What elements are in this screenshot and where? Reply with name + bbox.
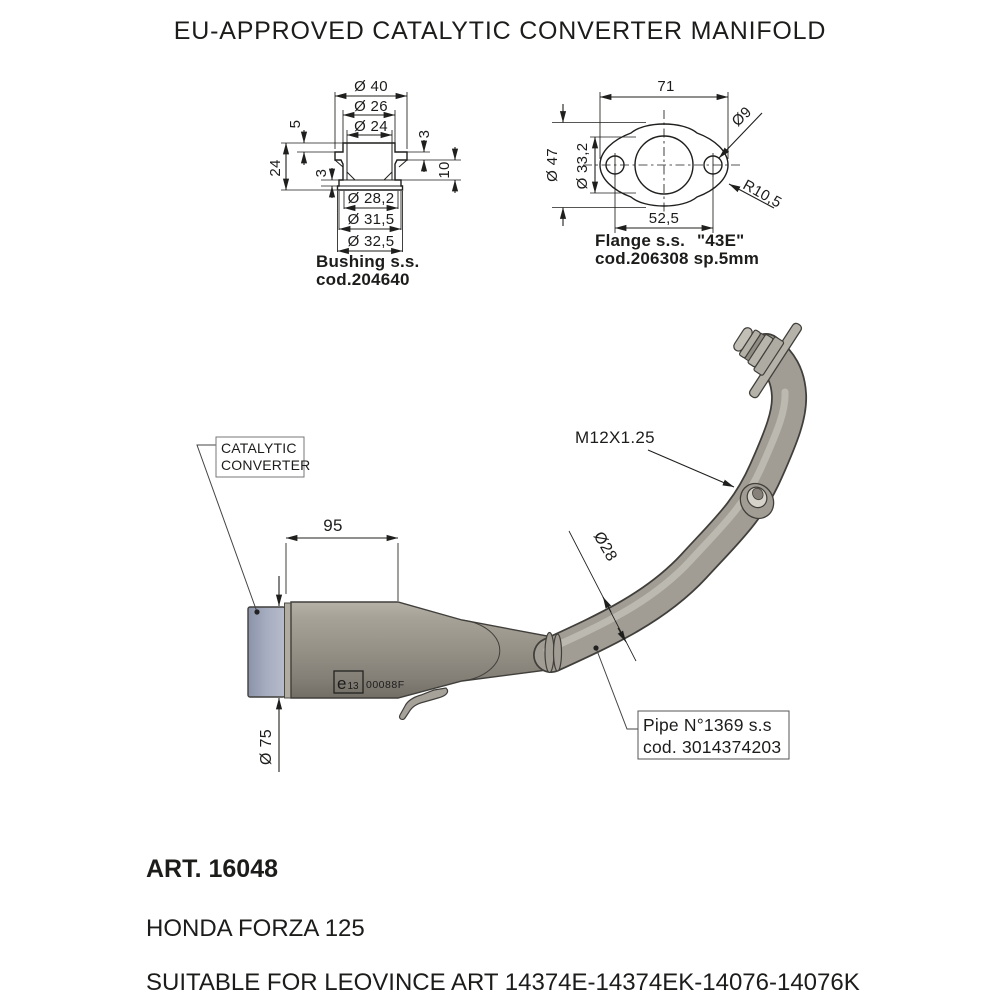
bushing-caption-line1: Bushing s.s. [316,252,419,271]
converter-body [290,601,548,699]
sensor-thread-leader [647,449,735,488]
bushing-section-inner-lines [334,143,408,187]
dim-d28-arrow-bottom [617,627,627,643]
pipe-label-leader [595,647,638,730]
bushing-section-outline [334,142,408,191]
e13-mark-e: e [337,674,346,693]
bushing-caption-line2: cod.204640 [316,270,410,289]
dim-text-d332: Ø 33,2 [574,143,591,190]
dim-text-h24: 24 [267,159,284,176]
leader-r105 [728,183,775,209]
approval-code-text: 00088F [366,679,405,691]
pipe-code-label-box [637,710,790,760]
dim-text-d282: Ø 28,2 [348,190,395,207]
dim-text-d325: Ø 32,5 [348,233,395,250]
converter-label-line1: CATALYTIC [221,440,297,456]
dim-text-d26: Ø 26 [354,98,388,115]
sensor-boss [739,482,775,520]
converter-label-leader [196,444,258,613]
leader-d9 [718,112,763,159]
pipe-junction-ring-1 [544,631,555,674]
flange-extension-lines [552,92,729,233]
dim-text-d24: Ø 24 [354,118,388,135]
e13-mark-num: 13 [348,681,360,692]
pipe-label-leader-dot [593,645,599,651]
dim-text-d40: Ø 40 [354,78,388,95]
dim-text-95: 95 [323,516,343,535]
dim-text-71: 71 [657,78,674,95]
dim-text-d47: Ø 47 [544,148,561,182]
catalytic-converter-label-box [215,436,305,478]
model-text: HONDA FORZA 125 [146,915,365,942]
dim-text-h5: 5 [287,120,304,129]
dim-text-d75: Ø 75 [258,729,275,765]
dim-text-d28: Ø28 [590,529,620,564]
pipe-junction-ring-2 [552,633,563,672]
flange-caption-line2: cod.206308 sp.5mm [595,249,759,268]
dim-d28-arrow-top [602,596,612,613]
flange-caption-line1a: Flange s.s. [595,231,685,250]
dim-text-h10: 10 [436,161,453,178]
dim-95-extensions [285,543,399,601]
dim-text-525: 52,5 [649,210,679,227]
e13-approval-box [333,670,364,694]
assembly-drawing: e 13 00088F 95 Ø 75 Ø28 M12X1.25 CATALYT… [196,322,808,772]
converter-label-line2: CONVERTER [221,457,310,473]
dim-text-d315: Ø 31,5 [348,211,395,228]
sensor-thread-text: M12X1.25 [575,428,655,447]
converter-cone-seam [461,619,501,682]
flange-bolt-hole-ticks [614,153,714,177]
flange-caption-line1b: "43E" [697,231,744,250]
dim-text-h3-right: 3 [416,130,433,139]
dim-text-h3-left: 3 [313,169,330,178]
compatibility-text: SUITABLE FOR LEOVINCE ART 14374E-14374EK… [146,969,860,996]
footer: ART. 16048 HONDA FORZA 125 SUITABLE FOR … [146,855,860,996]
spring-hook [398,687,449,721]
tip-bushing-stack [733,327,785,376]
page-title: EU-APPROVED CATALYTIC CONVERTER MANIFOLD [174,17,826,45]
flange-drawing: 71 52,5 Ø 47 Ø 33,2 Ø9 R10,5 Flange s.s.… [544,78,784,268]
flange-centerlines [583,110,742,220]
art-number-text: ART. 16048 [146,855,278,883]
pipe-label-line2: cod. 3014374203 [643,737,781,757]
dim-text-d9: Ø9 [729,103,756,130]
converter-label-leader-dot [254,609,260,615]
pipe-label-line1: Pipe N°1369 s.s [643,715,772,735]
converter-end-cap [247,606,286,698]
dim-text-r105: R10,5 [740,177,785,212]
bushing-drawing: Ø 40 Ø 26 Ø 24 Ø 28,2 Ø 31,5 Ø 32,5 24 5… [267,78,461,289]
